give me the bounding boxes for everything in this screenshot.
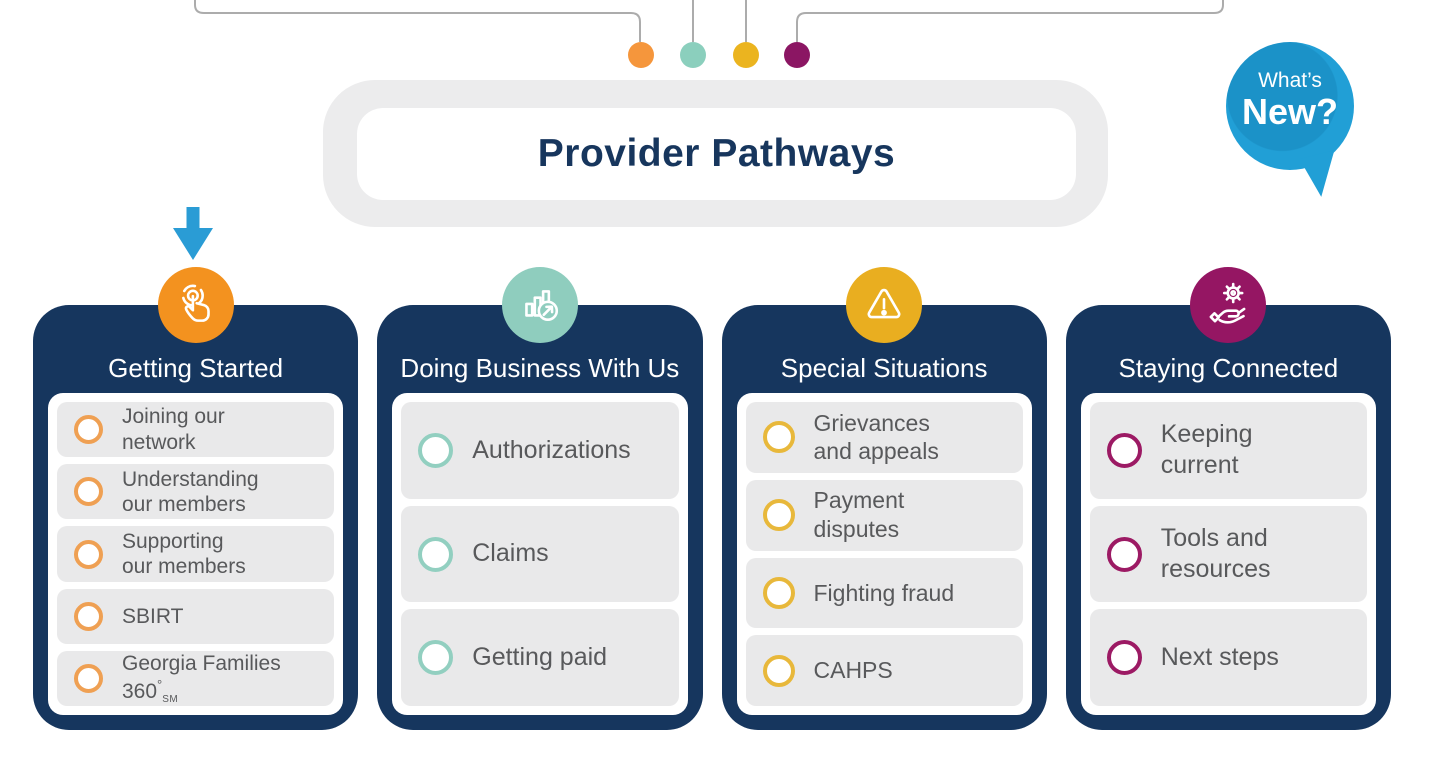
radio-bullet-icon [74,415,103,445]
radio-bullet-icon [418,432,454,468]
growth-chart-icon [501,267,578,343]
radio-bullet-icon [1106,640,1142,676]
card-title-doing-business: Doing Business With Us [400,353,680,383]
whats-new-small-text: What’s [1258,69,1322,92]
item-label: Authorizations [472,435,631,464]
connector-right [796,0,1224,42]
card-title-getting-started: Getting Started [108,353,284,383]
item-sbirt[interactable]: SBIRT [57,588,335,644]
item-claims[interactable]: Claims [401,505,679,603]
radio-bullet-icon [1106,432,1142,468]
radio-bullet-icon [74,539,103,569]
hand-gear-icon [1190,267,1267,343]
radio-bullet-icon [1106,536,1142,572]
tap-icon [157,267,234,343]
radio-bullet-icon [74,601,103,631]
radio-bullet-icon [418,536,454,572]
connector-left [194,0,641,42]
page-title: Provider Pathways [537,132,896,175]
item-label: SBIRT [122,604,184,628]
item-getting-paid[interactable]: Getting paid [401,609,679,707]
whats-new-large-text: New? [1241,91,1338,133]
title-halo: Provider Pathways [323,80,1108,227]
item-label: Fighting fraud [813,579,955,606]
branch-dot-special-situations [733,42,759,68]
radio-bullet-icon [762,654,795,687]
radio-bullet-icon [74,477,103,507]
card-title-staying-connected: Staying Connected [1118,353,1339,383]
warning-icon [846,267,923,343]
connector-lines [194,0,1224,68]
radio-bullet-icon [762,421,795,454]
item-label: Next steps [1160,643,1279,672]
radio-bullet-icon [762,576,795,609]
item-label: Claims [472,539,549,568]
service-mark: SM [162,693,179,705]
speech-bubble-tail-icon [1299,150,1345,200]
item-next-steps[interactable]: Next steps [1089,609,1367,707]
item-cahps[interactable]: CAHPS [745,635,1023,706]
title-box: Provider Pathways [357,108,1076,200]
branch-dot-doing-business [680,42,706,68]
item-authorizations[interactable]: Authorizations [401,402,679,499]
item-fighting-fraud[interactable]: Fighting fraud [745,557,1023,629]
item-label: CAHPS [813,657,893,684]
whats-new-badge[interactable]: What’s New? [1226,42,1354,200]
degree-symbol: ° [157,676,163,692]
radio-bullet-icon [74,663,103,693]
down-arrow-icon [173,207,213,260]
branch-dot-staying-connected [784,42,810,68]
item-label: Getting paid [472,643,608,672]
radio-bullet-icon [418,640,454,676]
radio-bullet-icon [762,499,795,532]
branch-dot-getting-started [628,42,654,68]
card-title-special-situations: Special Situations [780,353,988,383]
